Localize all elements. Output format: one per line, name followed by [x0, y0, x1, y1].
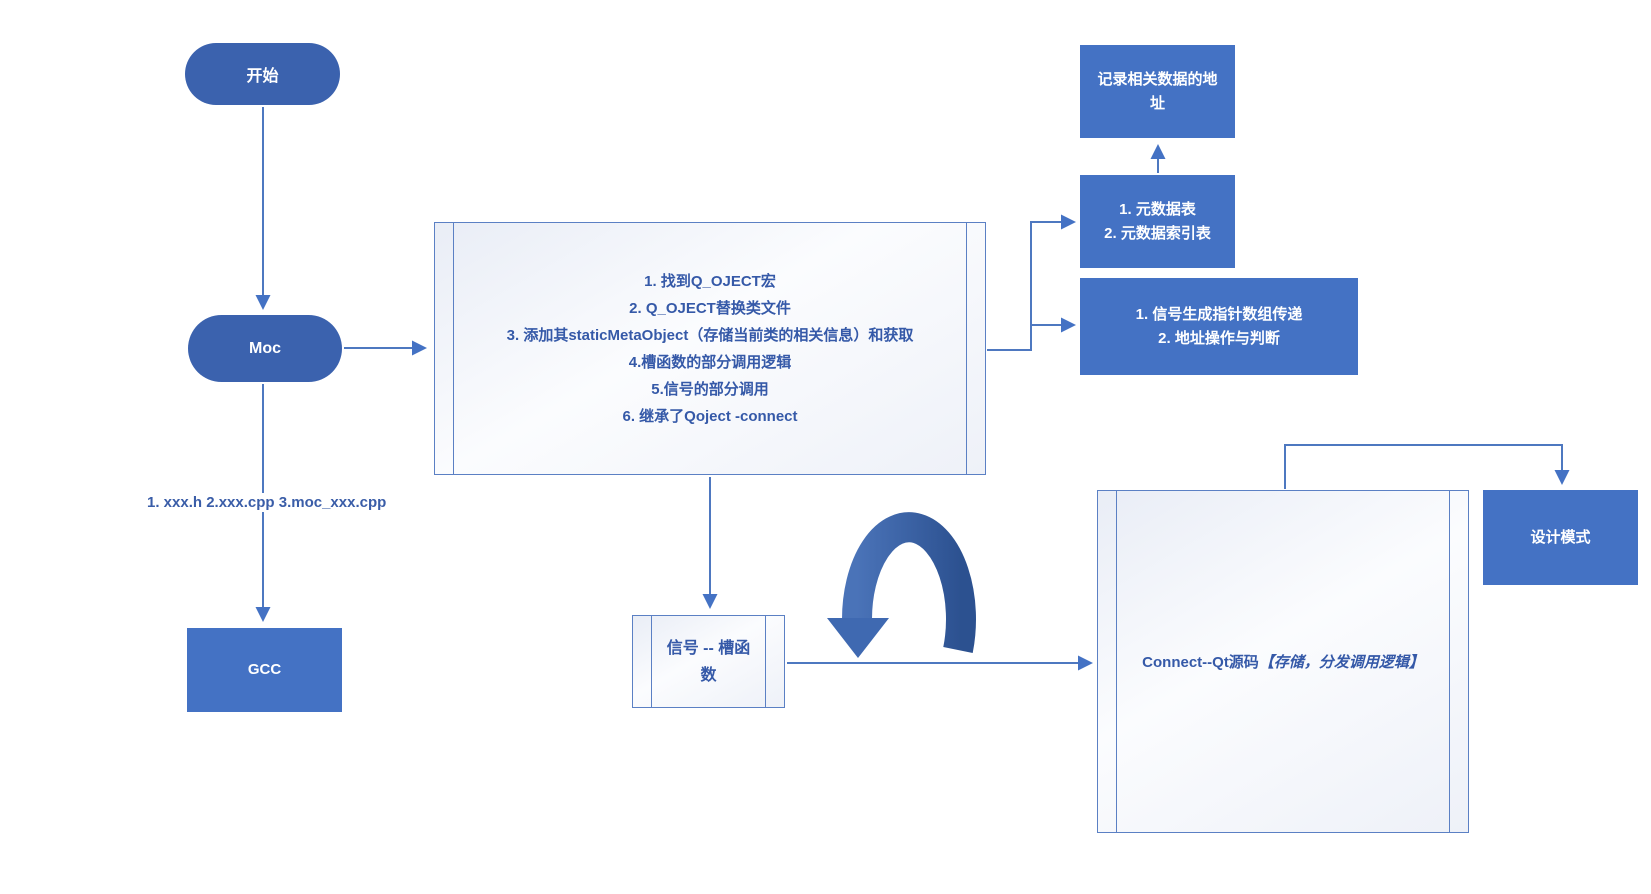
signal-slot-box: 信号 -- 槽函 数 — [632, 615, 785, 708]
gcc-node: GCC — [187, 628, 342, 712]
moc-steps-label: 1. 找到Q_OJECT宏 2. Q_OJECT替换类文件 3. 添加其stat… — [506, 272, 914, 425]
connector-steps-to-meta-tables — [987, 214, 1076, 351]
double-line-right — [765, 616, 766, 707]
meta-tables-box: 1. 元数据表 2. 元数据索引表 — [1080, 175, 1235, 268]
connect-source-box: Connect--Qt源码【存储，分发调用逻辑】 — [1097, 490, 1469, 833]
start-label: 开始 — [246, 68, 279, 85]
design-pattern-label: 设计模式 — [1530, 528, 1591, 546]
connect-source-label-prefix: Connect--Qt源码 — [1142, 654, 1259, 671]
design-pattern-box: 设计模式 — [1483, 490, 1638, 585]
double-line-left — [1116, 491, 1117, 832]
moc-node: Moc — [188, 315, 342, 382]
double-line-left — [453, 223, 454, 474]
connect-source-label: Connect--Qt源码【存储，分发调用逻辑】 — [1142, 651, 1424, 672]
connect-source-label-bracket: 【存储，分发调用逻辑】 — [1258, 654, 1424, 671]
double-line-right — [966, 223, 967, 474]
moc-output-edge-label: 1. xxx.h 2.xxx.cpp 3.moc_xxx.cpp — [141, 493, 393, 512]
gcc-label: GCC — [247, 661, 282, 678]
moc-label: Moc — [249, 339, 281, 357]
moc-steps-box: 1. 找到Q_OJECT宏 2. Q_OJECT替换类文件 3. 添加其stat… — [434, 222, 986, 475]
signal-slot-label: 信号 -- 槽函 数 — [666, 639, 751, 684]
loop-arrow — [827, 512, 976, 658]
signal-pointer-box: 1. 信号生成指针数组传递 2. 地址操作与判断 — [1080, 278, 1358, 375]
record-address-box: 记录相关数据的地 址 — [1080, 45, 1235, 138]
double-line-right — [1449, 491, 1450, 832]
double-line-left — [651, 616, 652, 707]
start-node: 开始 — [185, 43, 340, 105]
connector-connect-to-design — [1284, 444, 1570, 489]
